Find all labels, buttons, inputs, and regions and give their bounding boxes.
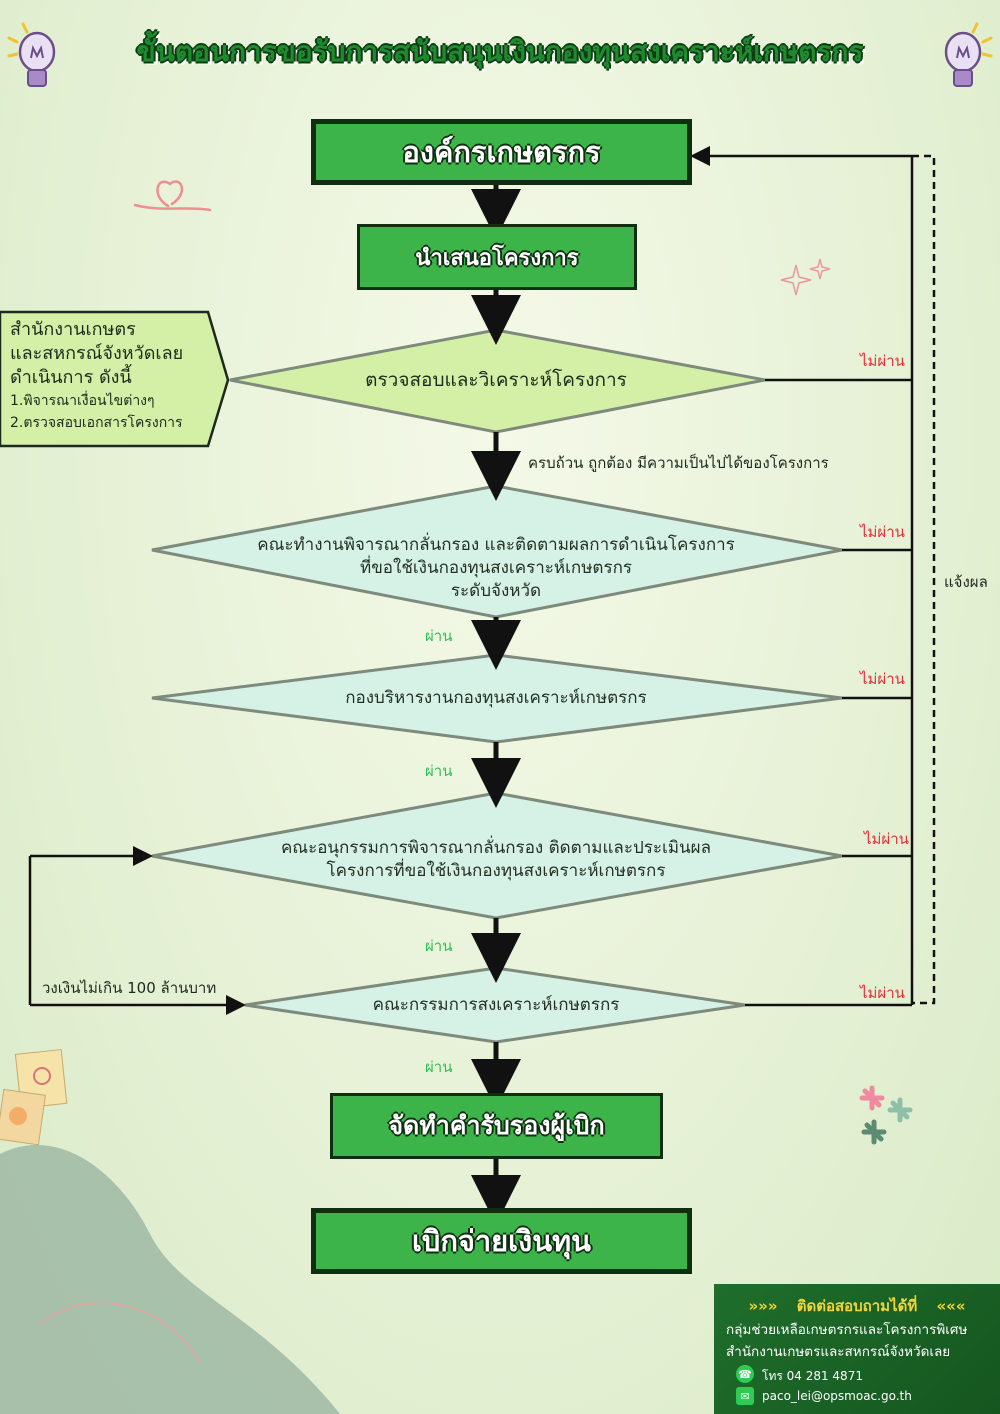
subcommittee-line-2: โครงการที่ขอใช้เงินกองทุนสงเคราะห์เกษตรก… xyxy=(326,861,666,881)
lightbulb-icon xyxy=(944,22,993,87)
star-decor-icon xyxy=(859,1085,913,1145)
side-note-line-3: ดำเนินการ ดังนี้ xyxy=(10,367,132,388)
contact-phone[interactable]: โทร 04 281 4871 xyxy=(762,1369,863,1383)
pass-label: ผ่าน xyxy=(425,627,453,645)
propose-node: นำเสนอโครงการ xyxy=(357,224,637,290)
certify-node-label: จัดทำคำรับรองผู้เบิก xyxy=(388,1111,605,1140)
subcommittee-line-1: คณะอนุกรรมการพิจารณากลั่นกรอง ติดตามและป… xyxy=(280,838,712,858)
disburse-node-label: เบิกจ่ายเงินทุน xyxy=(412,1224,591,1258)
fail-label: ไม่ผ่าน xyxy=(860,984,905,1002)
arrows-left: »»» xyxy=(748,1297,778,1315)
contact-org-line-2: สำนักงานเกษตรและสหกรณ์จังหวัดเลย xyxy=(726,1344,951,1360)
subcommittee-label: คณะอนุกรรมการพิจารณากลั่นกรอง ติดตามและป… xyxy=(190,835,802,885)
fail-label: ไม่ผ่าน xyxy=(860,670,905,688)
heart-icon xyxy=(133,180,212,212)
lightbulb-icon xyxy=(7,22,56,87)
review-node-label: ตรวจสอบและวิเคราะห์โครงการ xyxy=(365,368,627,391)
contact-heading-text: ติดต่อสอบถามได้ที่ xyxy=(796,1297,918,1315)
start-node: องค์กรเกษตรกร xyxy=(311,119,692,185)
contact-heading: »»» ติดต่อสอบถามได้ที่ ««« xyxy=(714,1294,1000,1318)
contact-panel: »»» ติดต่อสอบถามได้ที่ ««« กลุ่มช่วยเหลื… xyxy=(714,1284,1000,1414)
fail-label: ไม่ผ่าน xyxy=(860,352,905,370)
sparkle-icon xyxy=(780,258,831,296)
side-note: สำนักงานเกษตร และสหกรณ์จังหวัดเลย ดำเนิน… xyxy=(10,318,220,434)
arrows-right: ««« xyxy=(936,1297,966,1315)
pass-label: ผ่าน xyxy=(425,937,453,955)
main-committee-label: คณะกรรมการสงเคราะห์เกษตรกร xyxy=(372,994,620,1015)
fail-label: ไม่ผ่าน xyxy=(860,523,905,541)
mail-icon: ✉ xyxy=(736,1387,754,1405)
decor-blob xyxy=(0,1145,340,1414)
pass-label: ผ่าน xyxy=(425,762,453,780)
fail-label: ไม่ผ่าน xyxy=(864,830,909,848)
side-note-banner xyxy=(0,310,230,448)
disburse-node: เบิกจ่ายเงินทุน xyxy=(311,1208,692,1274)
pass-label: ผ่าน xyxy=(425,1058,453,1076)
contact-org-line-1: กลุ่มช่วยเหลือเกษตรกรและโครงการพิเศษ xyxy=(726,1322,968,1338)
provincial-committee-line-3: ระดับจังหวัด xyxy=(450,580,542,601)
provincial-committee-line-1: คณะทำงานพิจารณากลั่นกรอง และติดตามผลการด… xyxy=(257,534,735,555)
start-node-label: องค์กรเกษตรกร xyxy=(402,135,601,169)
contact-email[interactable]: paco_lei@opsmoac.go.th xyxy=(762,1389,912,1403)
side-note-item-1: 1.พิจารณาเงื่อนไขต่างๆ xyxy=(10,393,155,409)
notify-label: แจ้งผล xyxy=(944,573,988,591)
fund-admin-label: กองบริหารงานกองทุนสงเคราะห์เกษตรกร xyxy=(345,687,647,708)
propose-node-label: นำเสนอโครงการ xyxy=(415,245,579,271)
flower-card-icon xyxy=(0,1049,68,1146)
certify-node: จัดทำคำรับรองผู้เบิก xyxy=(330,1093,663,1159)
side-note-line-2: และสหกรณ์จังหวัดเลย xyxy=(10,343,184,364)
side-note-line-1: สำนักงานเกษตร xyxy=(10,319,136,340)
page-title: ขั้นตอนการขอรับการสนับสนุนเงินกองทุนสงเค… xyxy=(136,35,864,68)
provincial-committee-line-2: ที่ขอใช้เงินกองทุนสงเคราะห์เกษตรกร xyxy=(359,557,633,578)
complete-condition-label: ครบถ้วน ถูกต้อง มีความเป็นไปได้ของโครงกา… xyxy=(528,454,829,472)
side-note-item-2: 2.ตรวจสอบเอกสารโครงการ xyxy=(10,415,183,431)
budget-label: วงเงินไม่เกิน 100 ล้านบาท xyxy=(42,979,217,997)
phone-icon: ☎ xyxy=(736,1365,754,1383)
provincial-committee-label: คณะทำงานพิจารณากลั่นกรอง และติดตามผลการด… xyxy=(190,530,802,606)
